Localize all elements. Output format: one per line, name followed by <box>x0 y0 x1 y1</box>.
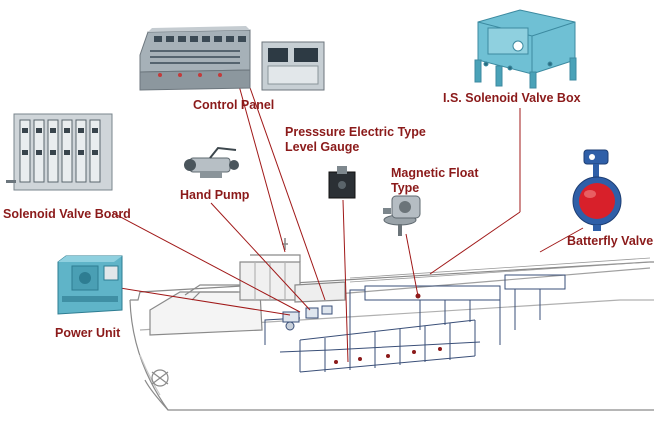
power-unit-icon <box>57 255 123 315</box>
label-hand-pump: Hand Pump <box>180 188 250 202</box>
label-is-solenoid-valve-box: I.S. Solenoid Valve Box <box>443 91 581 105</box>
leader-control-panel-2 <box>247 81 326 301</box>
ship-hull-icon <box>129 238 654 411</box>
deck-railing <box>349 257 651 283</box>
leader-lines <box>112 81 584 363</box>
solenoid-valve-box-icon <box>474 9 577 89</box>
leader-pressure-gauge <box>342 199 349 363</box>
magnetic-float-icon <box>383 195 421 236</box>
leader-power-unit <box>119 287 291 316</box>
control-console-icon <box>139 26 325 91</box>
leader-solenoid-valve-board <box>112 212 301 313</box>
leader-magnetic-float <box>405 233 419 297</box>
label-magnetic-float-line1: Magnetic Float <box>391 166 479 180</box>
butterfly-valve-icon <box>572 149 622 231</box>
label-pressure-gauge-line2: Level Gauge <box>285 140 360 154</box>
solenoid-valve-board-icon <box>6 113 113 191</box>
label-control-panel: Control Panel <box>193 98 275 112</box>
label-solenoid-valve-board: Solenoid Valve Board <box>3 207 131 221</box>
hand-pump-icon <box>184 146 239 178</box>
leader-control-panel <box>237 81 286 253</box>
label-magnetic-float-line2: Type <box>391 181 420 195</box>
label-power-unit: Power Unit <box>55 326 121 340</box>
leader-valve-box-d <box>429 211 521 275</box>
leader-hand-pump <box>210 202 311 311</box>
onboard-units <box>282 305 333 331</box>
label-butterfly-valve: Batterfly Valve <box>567 234 654 248</box>
leader-butterfly-valve <box>539 227 584 253</box>
pressure-gauge-icon <box>328 166 356 199</box>
tank-piping-network <box>264 274 566 373</box>
label-pressure-gauge-line1: Presssure Electric Type <box>285 125 426 139</box>
